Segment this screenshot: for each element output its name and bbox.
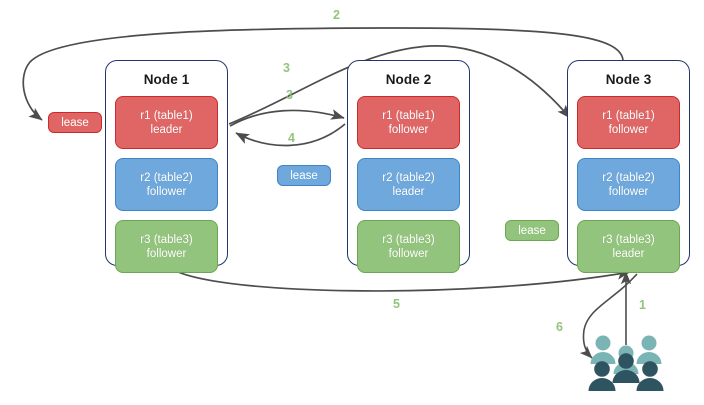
replica-r3: r3 (table3) follower <box>357 220 460 273</box>
step-label-3-upper: 3 <box>283 61 290 75</box>
step-label-4: 4 <box>288 131 295 145</box>
replica-role: follower <box>388 123 429 136</box>
replica-name: r3 (table3) <box>382 233 435 246</box>
lease-label: lease <box>518 224 546 237</box>
replica-role: leader <box>392 185 425 198</box>
replica-name: r1 (table1) <box>602 109 655 122</box>
replica-role: follower <box>146 185 187 198</box>
lease-label: lease <box>61 116 89 129</box>
replica-role: follower <box>608 185 649 198</box>
replica-name: r1 (table1) <box>382 109 435 122</box>
replica-name: r1 (table1) <box>140 109 193 122</box>
replica-role: leader <box>150 123 183 136</box>
step-label-5: 5 <box>393 297 400 311</box>
replica-r1: r1 (table1) follower <box>577 96 680 149</box>
replica-r2: r2 (table2) follower <box>577 158 680 211</box>
replica-r3: r3 (table3) follower <box>115 220 218 273</box>
lease-badge-green: lease <box>505 220 559 241</box>
node-card-2: Node 2 r1 (table1) follower r2 (table2) … <box>347 60 470 273</box>
replica-role: follower <box>146 247 187 260</box>
replica-role: follower <box>608 123 649 136</box>
step-label-1: 1 <box>639 298 646 312</box>
lease-badge-red: lease <box>48 112 102 133</box>
arrow-step-3-lower <box>229 109 345 127</box>
step-label-3-lower: 3 <box>286 88 293 102</box>
replica-name: r2 (table2) <box>382 171 435 184</box>
lease-badge-blue: lease <box>277 165 331 186</box>
users-icon <box>588 335 664 391</box>
step-label-6: 6 <box>556 320 563 334</box>
replica-name: r2 (table2) <box>140 171 193 184</box>
replica-name: r2 (table2) <box>602 171 655 184</box>
node-title: Node 3 <box>605 72 652 87</box>
node-card-3: Node 3 r1 (table1) follower r2 (table2) … <box>567 60 690 273</box>
node-title: Node 2 <box>385 72 432 87</box>
replica-name: r3 (table3) <box>140 233 193 246</box>
lease-label: lease <box>290 169 318 182</box>
replica-r2: r2 (table2) follower <box>115 158 218 211</box>
step-label-2: 2 <box>333 8 340 22</box>
node-title: Node 1 <box>143 72 190 87</box>
replica-r2: r2 (table2) leader <box>357 158 460 211</box>
replica-name: r3 (table3) <box>602 233 655 246</box>
node-card-1: Node 1 r1 (table1) leader r2 (table2) fo… <box>105 60 228 273</box>
replica-role: leader <box>612 247 645 260</box>
replica-r1: r1 (table1) leader <box>115 96 218 149</box>
replica-r1: r1 (table1) follower <box>357 96 460 149</box>
replica-role: follower <box>388 247 429 260</box>
replica-r3: r3 (table3) leader <box>577 220 680 273</box>
